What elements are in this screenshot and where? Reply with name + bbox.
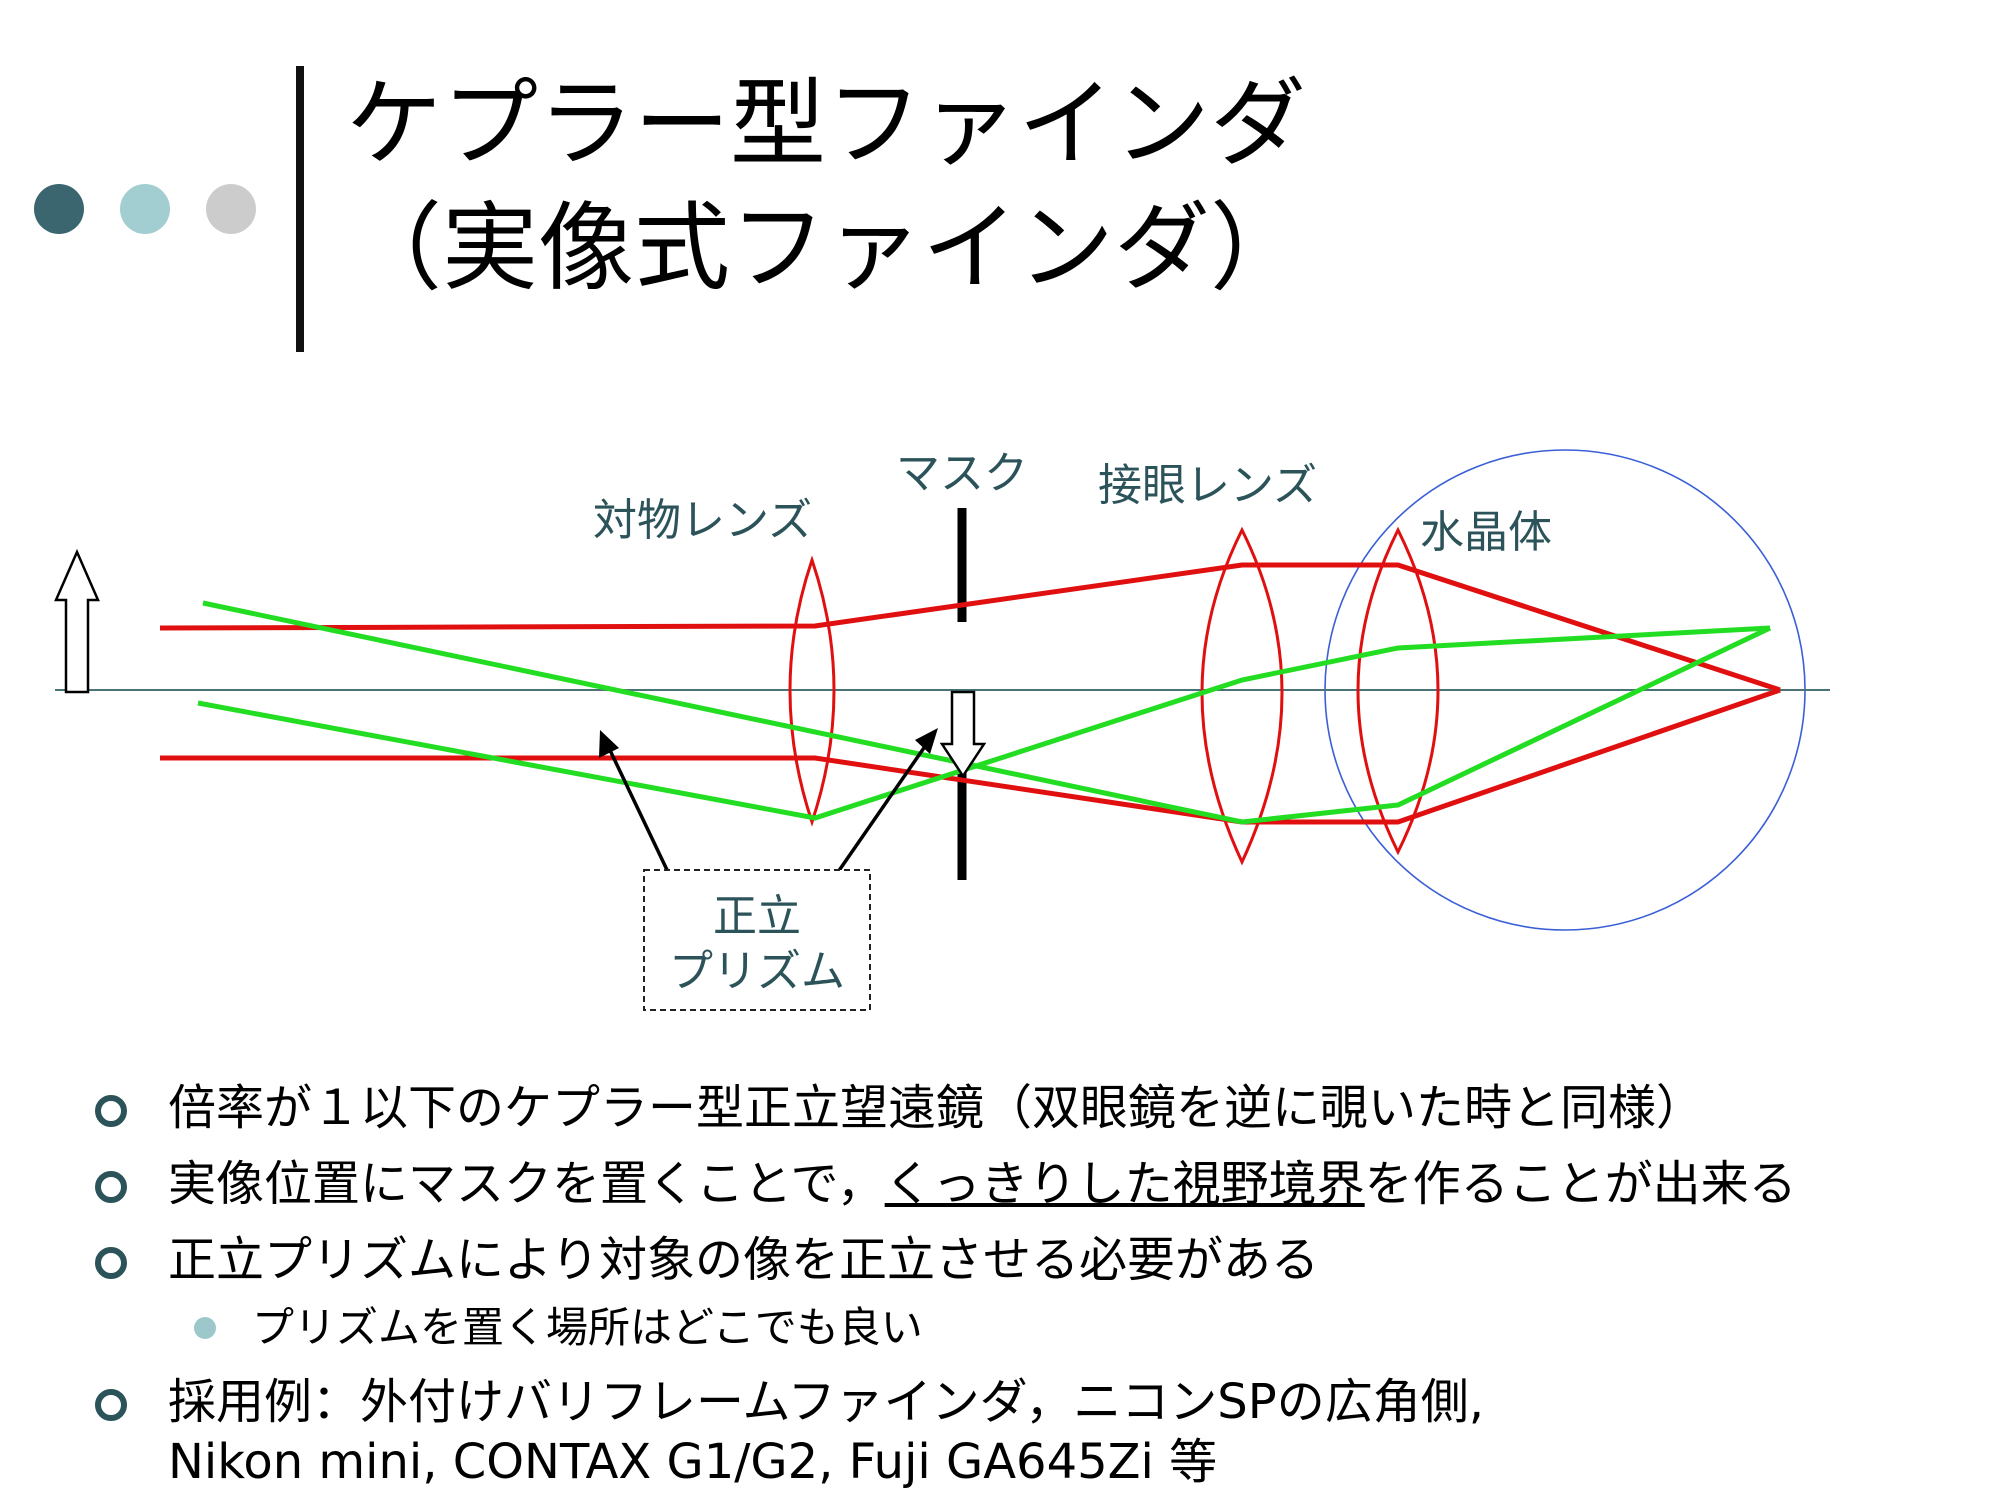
up-arrow-icon	[54, 548, 100, 694]
title-decoration-dots	[34, 184, 264, 240]
mask-label: マスク	[896, 448, 1028, 499]
title-line-2: （実像式ファインダ）	[346, 192, 1306, 304]
prism-pointer-left-head	[599, 730, 619, 758]
eyepiece-lens-label: 接眼レンズ	[1098, 460, 1317, 511]
dot-light	[120, 184, 170, 234]
bullet-marker	[95, 1171, 127, 1203]
objective-lens-label: 対物レンズ	[593, 495, 812, 546]
prism-label-box	[643, 869, 871, 1011]
bullet-item-3: 正立プリズムにより対象の像を正立させる必要がある	[168, 1232, 1320, 1288]
crystalline-lens	[1356, 526, 1440, 856]
crystalline-lens-label: 水晶体	[1420, 507, 1552, 558]
page-title: ケプラー型ファインダ （実像式ファインダ）	[346, 62, 1306, 310]
title-divider	[296, 66, 304, 352]
bullet-item-4-line-1: 採用例：外付けバリフレームファインダ，ニコンSPの広角側,	[168, 1374, 1484, 1430]
bullet-item-2-text-after: を作ることが出来る	[1364, 1156, 1797, 1212]
sub-bullet-marker	[194, 1317, 216, 1339]
bullet-marker	[95, 1095, 127, 1127]
prism-label-line-2: プリズム	[669, 946, 845, 997]
prism-pointer-right	[836, 741, 930, 873]
bullet-marker	[95, 1247, 127, 1279]
red-ray-upper	[159, 562, 1781, 693]
bullet-item-2-underlined: くっきりした視野境界	[884, 1156, 1365, 1212]
title-line-1: ケプラー型ファインダ	[346, 68, 1306, 180]
down-arrow-icon	[939, 690, 987, 779]
dot-dark	[34, 184, 84, 234]
eyepiece-lens	[1200, 526, 1284, 866]
green-ray-lower	[197, 625, 1771, 821]
bullet-marker	[95, 1389, 127, 1421]
bullet-item-2-text-before: 実像位置にマスクを置くことで，	[168, 1156, 885, 1212]
sub-bullet-item-1: プリズムを置く場所はどこでも良い	[252, 1303, 923, 1352]
bullet-item-2: 実像位置にマスクを置くことで，くっきりした視野境界を作ることが出来る	[168, 1154, 1797, 1214]
prism-pointer-right-head	[915, 728, 938, 754]
bullet-item-4-line-2: Nikon mini, CONTAX G1/G2, Fuji GA645Zi 等	[168, 1434, 1218, 1490]
prism-label-line-1: 正立	[713, 891, 801, 942]
green-ray-upper	[202, 600, 1772, 825]
objective-lens	[788, 555, 836, 827]
prism-pointer-left	[606, 745, 670, 873]
dot-gray	[206, 184, 256, 234]
bullet-item-1: 倍率が１以下のケプラー型正立望遠鏡（双眼鏡を逆に覗いた時と同様）	[168, 1080, 1705, 1136]
